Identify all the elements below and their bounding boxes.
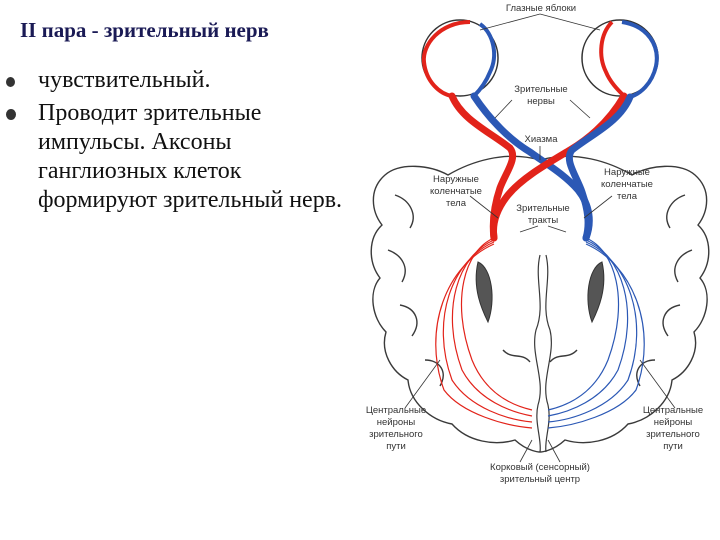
lateral-ventricle-right (587, 261, 605, 324)
slide-title: II пара - зрительный нерв (20, 18, 269, 42)
leader-line (469, 195, 499, 219)
label-central-left: Центральные (366, 405, 426, 416)
calcarine-sulcus (502, 349, 531, 363)
label-central-left: нейроны (377, 417, 416, 428)
optic-radiation-fiber (435, 243, 533, 429)
retina-blue-left (472, 22, 497, 98)
bullet-text: Проводит зрительные импульсы. Аксоны ган… (38, 100, 343, 213)
radiation-right (547, 237, 645, 429)
leader-line (479, 13, 541, 31)
optic-radiation-fiber (547, 243, 645, 429)
optic-radiation-fiber (547, 241, 638, 423)
gyrus-line (399, 304, 418, 337)
label-lgb-left: тела (446, 198, 467, 209)
label-central-right: нейроны (654, 417, 693, 428)
midline-fissure (534, 254, 541, 453)
gyrus-line (666, 194, 686, 229)
label-chiasm: Хиазма (525, 134, 559, 145)
label-eyeballs: Глазные яблоки (506, 3, 576, 14)
brain-outline (370, 155, 710, 453)
leader-line (539, 13, 601, 31)
label-central-left: зрительного (369, 429, 423, 440)
radiation-left (435, 237, 533, 429)
gyrus-line (674, 249, 693, 283)
bullet-item: чувствительный. (6, 66, 351, 95)
diagram-labels: Глазные яблоки Зрительные нервы Хиазма Н… (366, 3, 703, 485)
leader-line (547, 225, 567, 233)
label-lgb-right: тела (617, 191, 638, 202)
label-central-right: Центральные (643, 405, 703, 416)
optic-nerve-right-blue (565, 93, 634, 242)
bullet-item: Проводит зрительные импульсы. Аксоны ган… (6, 99, 351, 215)
gyrus-line (424, 359, 444, 387)
leader-line (569, 99, 591, 119)
gyrus-line (394, 194, 414, 229)
leader-lines (404, 13, 676, 463)
visual-pathway-diagram: Глазные яблоки Зрительные нервы Хиазма Н… (366, 3, 710, 485)
label-cortex: зрительный центр (500, 474, 580, 485)
label-lgb-right: Наружные (604, 167, 650, 178)
label-lgb-right: коленчатые (601, 179, 653, 190)
label-cortex: Корковый (сенсорный) (490, 462, 590, 473)
brain-left-hemisphere (370, 155, 541, 453)
label-central-right: пути (663, 441, 683, 452)
lateral-ventricle-left (475, 261, 493, 324)
retina-red-left (421, 20, 471, 98)
retina-blue-right (621, 20, 659, 99)
label-optic-nerves: нервы (527, 96, 555, 107)
label-central-left: пути (386, 441, 406, 452)
leader-line (639, 359, 676, 409)
label-optic-tracts: Зрительные (516, 203, 569, 214)
label-central-right: зрительного (646, 429, 700, 440)
midline-fissure (545, 254, 552, 453)
brain-right-hemisphere (539, 155, 710, 453)
leader-line (583, 195, 613, 219)
label-lgb-left: Наружные (433, 174, 479, 185)
label-lgb-left: коленчатые (430, 186, 482, 197)
bullet-list: чувствительный. Проводит зрительные импу… (6, 66, 351, 215)
leader-line (519, 439, 533, 463)
leader-line (547, 439, 561, 463)
bullet-text: чувствительный. (38, 67, 211, 93)
leader-line (404, 359, 441, 409)
bullet-dot-icon (6, 109, 16, 120)
calcarine-sulcus (549, 349, 578, 363)
optic-nerve-left-red (448, 92, 517, 242)
gyrus-line (387, 249, 406, 283)
retina-red-right (599, 20, 626, 98)
leader-line (519, 225, 539, 233)
label-optic-tracts: тракты (528, 215, 559, 226)
label-optic-nerves: Зрительные (514, 84, 567, 95)
leader-line (494, 99, 513, 119)
gyrus-line (662, 304, 681, 337)
bullet-dot-icon (6, 77, 15, 87)
gyrus-line (636, 359, 656, 387)
optic-radiation-fiber (442, 241, 533, 423)
